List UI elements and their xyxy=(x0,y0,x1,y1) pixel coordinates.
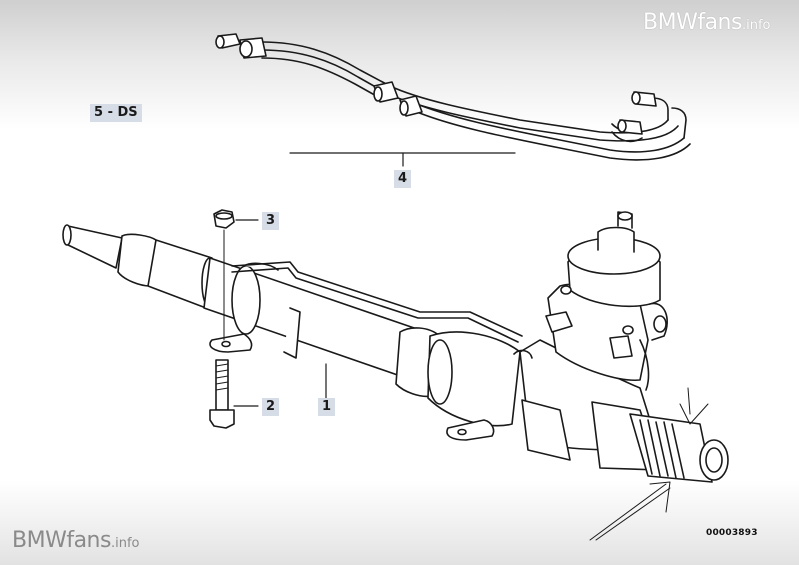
watermark-brand-bottom: BMWfans xyxy=(12,528,111,553)
watermark-bottom: BMWfans.info xyxy=(12,528,139,553)
bolt-part-2 xyxy=(209,359,235,429)
callout-bracket-4 xyxy=(289,152,516,167)
group-label: 5 - DS xyxy=(90,104,142,122)
callout-label-3: 3 xyxy=(262,212,280,230)
callout-label-1: 1 xyxy=(318,398,336,416)
drawing-number: 00003893 xyxy=(706,528,758,538)
watermark-brand: BMWfans xyxy=(643,10,742,35)
rack-housing xyxy=(62,211,729,483)
callout-label-2: 2 xyxy=(262,398,280,416)
watermark-top: BMWfans.info xyxy=(643,10,770,35)
hydraulic-lines xyxy=(215,33,691,161)
watermark-suffix-bottom: .info xyxy=(110,536,140,551)
callout-label-4: 4 xyxy=(394,170,412,188)
watermark-suffix: .info xyxy=(741,18,771,33)
annotation-arrows xyxy=(589,387,709,541)
nut-part-3 xyxy=(213,209,235,341)
